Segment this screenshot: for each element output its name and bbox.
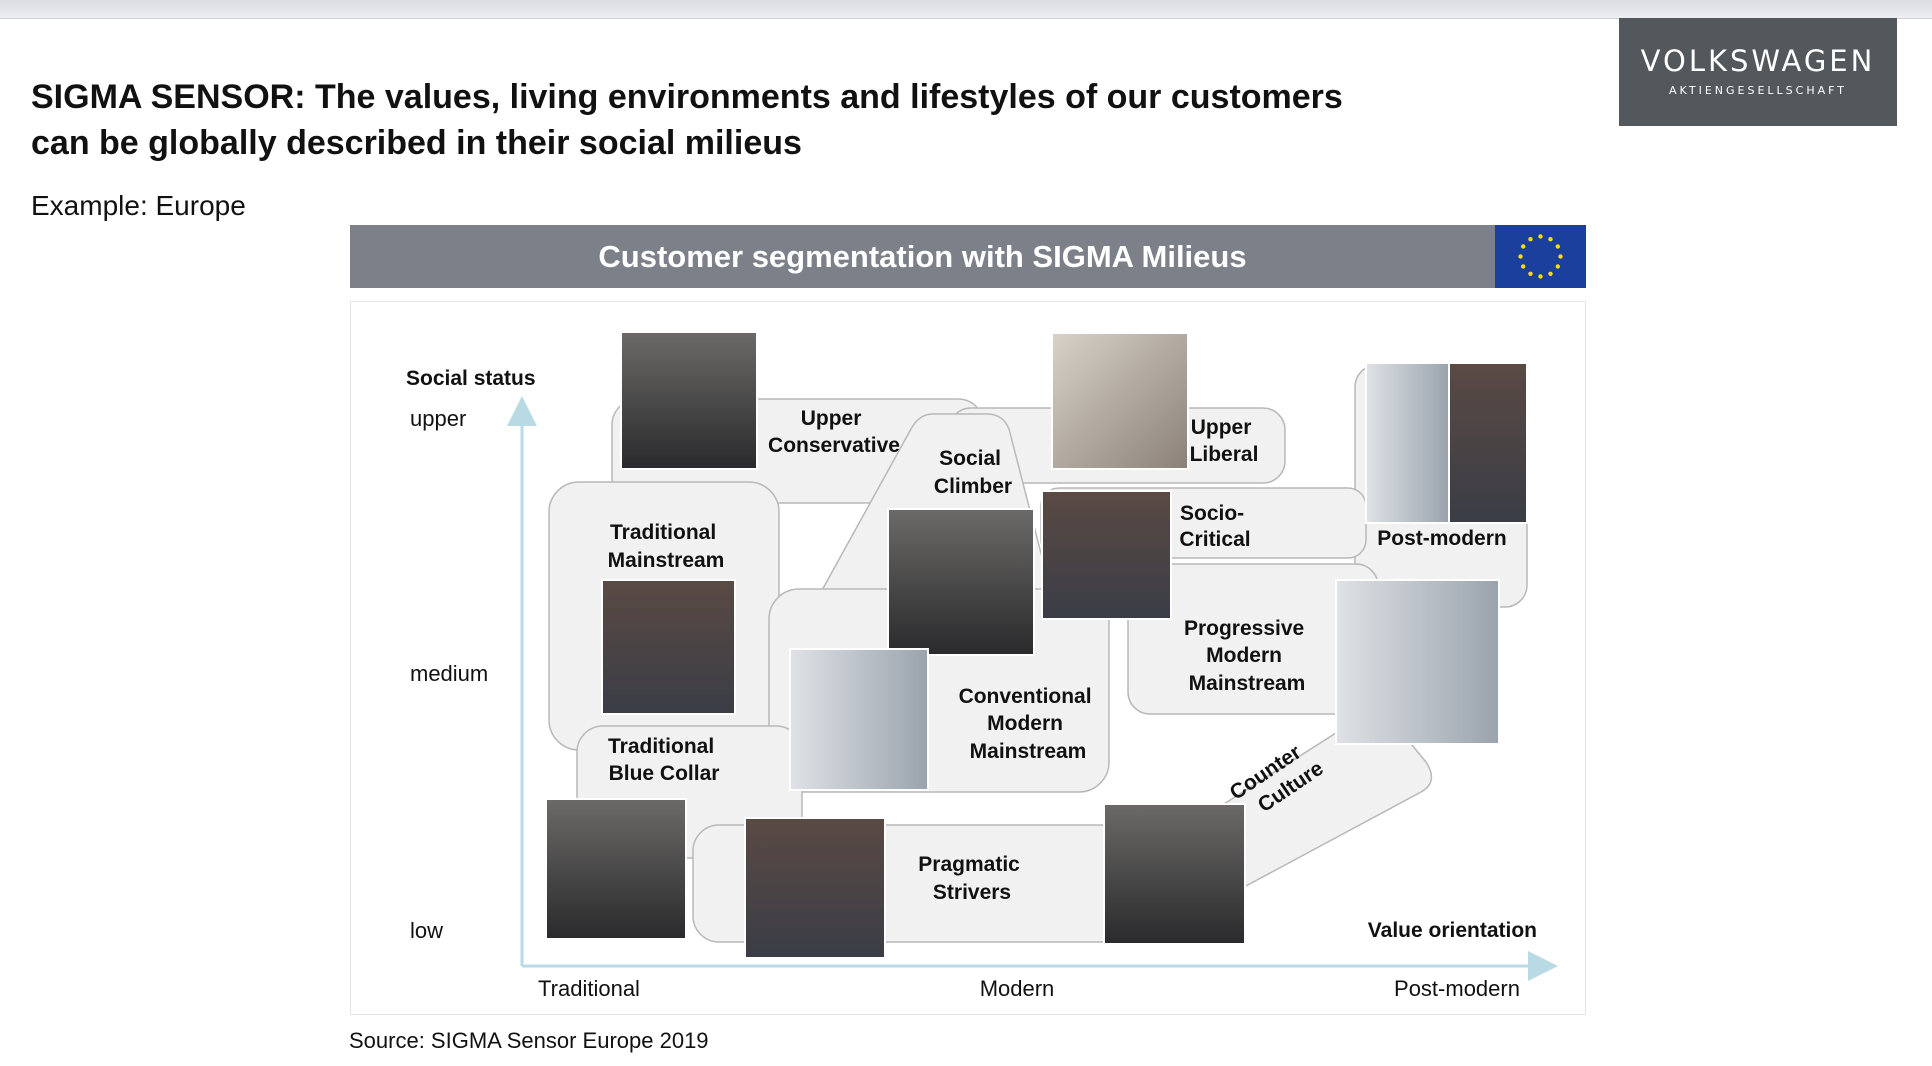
y-axis-title: Social status bbox=[406, 367, 536, 390]
photo-social-climber bbox=[887, 508, 1035, 656]
label-traditional-mainstream: Traditional Mainstream bbox=[608, 521, 725, 572]
photo-upper-liberal bbox=[1051, 332, 1189, 470]
top-bar bbox=[0, 0, 1932, 19]
page-title: SIGMA SENSOR: The values, living environ… bbox=[31, 74, 1431, 166]
photo-post-modern-right bbox=[1448, 362, 1528, 524]
flag-star bbox=[1521, 244, 1526, 249]
label-upper-conservative: Upper Conservative bbox=[768, 407, 900, 457]
page-subtitle: Example: Europe bbox=[31, 190, 246, 221]
label-pragmatic-strivers: Pragmatic Strivers bbox=[918, 853, 1025, 904]
y-tick-low: low bbox=[410, 918, 443, 943]
flag-star bbox=[1555, 244, 1560, 249]
logo-brand: VOLKSWAGEN bbox=[1640, 44, 1876, 78]
flag-star bbox=[1521, 264, 1526, 269]
flag-star bbox=[1518, 254, 1523, 259]
x-tick-traditional: Traditional bbox=[538, 976, 640, 1001]
flag-star bbox=[1528, 271, 1533, 276]
y-tick-medium: medium bbox=[410, 661, 488, 686]
title-line-1: SIGMA SENSOR: The values, living environ… bbox=[31, 78, 1343, 116]
photo-traditional-mainstream bbox=[601, 579, 736, 715]
y-tick-upper: upper bbox=[410, 406, 466, 431]
label-socio-critical: Socio- Critical bbox=[1179, 502, 1250, 551]
flag-star bbox=[1538, 234, 1543, 239]
photo-upper-conservative bbox=[620, 331, 758, 470]
x-tick-post-modern: Post-modern bbox=[1394, 976, 1520, 1001]
x-axis-title: Value orientation bbox=[1368, 919, 1537, 942]
photo-conventional-modern-mainstream bbox=[789, 648, 929, 791]
label-progressive-modern-mainstream: Progressive Modern Mainstream bbox=[1184, 617, 1310, 695]
photo-progressive-modern-mainstream bbox=[1335, 579, 1500, 745]
label-social-climber: Social Climber bbox=[934, 447, 1012, 498]
source-note: Source: SIGMA Sensor Europe 2019 bbox=[349, 1028, 709, 1053]
flag-star bbox=[1548, 237, 1553, 242]
photo-pragmatic-strivers bbox=[744, 817, 886, 959]
photo-traditional-blue-collar bbox=[545, 798, 687, 940]
label-upper-liberal: Upper Liberal bbox=[1190, 416, 1259, 466]
flag-star bbox=[1555, 264, 1560, 269]
label-traditional-blue-collar: Traditional Blue Collar bbox=[608, 735, 720, 785]
flag-star bbox=[1548, 271, 1553, 276]
x-tick-modern: Modern bbox=[980, 976, 1055, 1001]
photo-counter-culture bbox=[1103, 803, 1246, 945]
eu-flag-stars bbox=[1518, 234, 1563, 279]
photo-post-modern-left bbox=[1365, 362, 1450, 524]
milieu-diagram: Social status upper medium low Value ori… bbox=[406, 331, 1558, 1001]
flag-star bbox=[1538, 274, 1543, 279]
logo-sub: AKTIENGESELLSCHAFT bbox=[1668, 84, 1847, 97]
flag-star bbox=[1528, 237, 1533, 242]
label-conventional-modern-mainstream: Conventional Modern Mainstream bbox=[959, 685, 1098, 763]
diagram-banner: Customer segmentation with SIGMA Milieus bbox=[350, 225, 1586, 288]
eu-flag-icon bbox=[1495, 225, 1586, 288]
volkswagen-logo: VOLKSWAGEN AKTIENGESELLSCHAFT bbox=[1619, 18, 1897, 126]
label-post-modern: Post-modern bbox=[1377, 527, 1507, 550]
title-line-2: can be globally described in their socia… bbox=[31, 124, 802, 162]
photo-socio-critical bbox=[1041, 490, 1172, 620]
flag-star bbox=[1558, 254, 1563, 259]
milieu-diagram-panel: Social status upper medium low Value ori… bbox=[350, 301, 1586, 1015]
banner-title: Customer segmentation with SIGMA Milieus bbox=[598, 239, 1247, 274]
